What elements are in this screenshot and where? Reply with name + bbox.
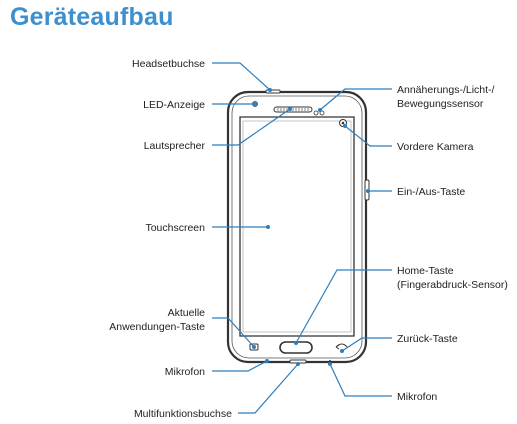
- label-mic-right: Mikrofon: [397, 391, 437, 403]
- label-recent-apps-line2: Anwendungen-Taste: [109, 321, 205, 333]
- leader-recent-apps: [212, 317, 255, 348]
- label-touchscreen: Touchscreen: [145, 222, 205, 234]
- label-speaker: Lautsprecher: [144, 140, 206, 152]
- leader-home: [295, 269, 392, 344]
- leader-sensor: [319, 88, 392, 111]
- back-key-shape: [335, 343, 348, 350]
- leader-lines: [212, 62, 392, 414]
- labels-left: Headsetbuchse LED-Anzeige Lautsprecher T…: [109, 58, 232, 420]
- label-power-key: Ein-/Aus-Taste: [397, 186, 465, 198]
- labels-right: Annäherungs-/Licht-/ Bewegungssensor Vor…: [397, 84, 508, 403]
- label-recent-apps-line1: Aktuelle: [168, 307, 206, 319]
- label-headset-jack: Headsetbuchse: [132, 58, 205, 70]
- leader-back: [341, 337, 392, 352]
- label-front-camera: Vordere Kamera: [397, 141, 474, 153]
- label-sensor-line1: Annäherungs-/Licht-/: [397, 84, 495, 96]
- phone: [226, 89, 370, 364]
- label-home-key-line2: (Fingerabdruck-Sensor): [397, 279, 508, 291]
- label-led: LED-Anzeige: [143, 99, 205, 111]
- proximity-sensor: [313, 110, 319, 116]
- bottom-mic-hole-right: [329, 360, 331, 362]
- recent-apps-key-shape: [249, 343, 259, 351]
- leader-mic-left: [212, 360, 268, 372]
- label-mic-left: Mikrofon: [165, 366, 205, 378]
- leader-mic-right: [329, 363, 392, 397]
- screen-inner: [242, 120, 352, 333]
- label-multipurpose-jack: Multifunktionsbuchse: [134, 408, 232, 420]
- label-home-key-line1: Home-Taste: [397, 265, 454, 277]
- front-camera-core: [341, 121, 345, 125]
- label-sensor-line2: Bewegungssensor: [397, 98, 484, 110]
- leader-speaker: [212, 108, 291, 146]
- screen-border: [239, 116, 355, 337]
- leader-front-camera: [344, 125, 392, 147]
- light-sensor: [319, 110, 325, 116]
- page-title: Geräteaufbau: [10, 3, 174, 31]
- label-back-key: Zurück-Taste: [397, 333, 458, 345]
- leader-multipurpose: [238, 363, 299, 414]
- leader-headset: [212, 62, 271, 91]
